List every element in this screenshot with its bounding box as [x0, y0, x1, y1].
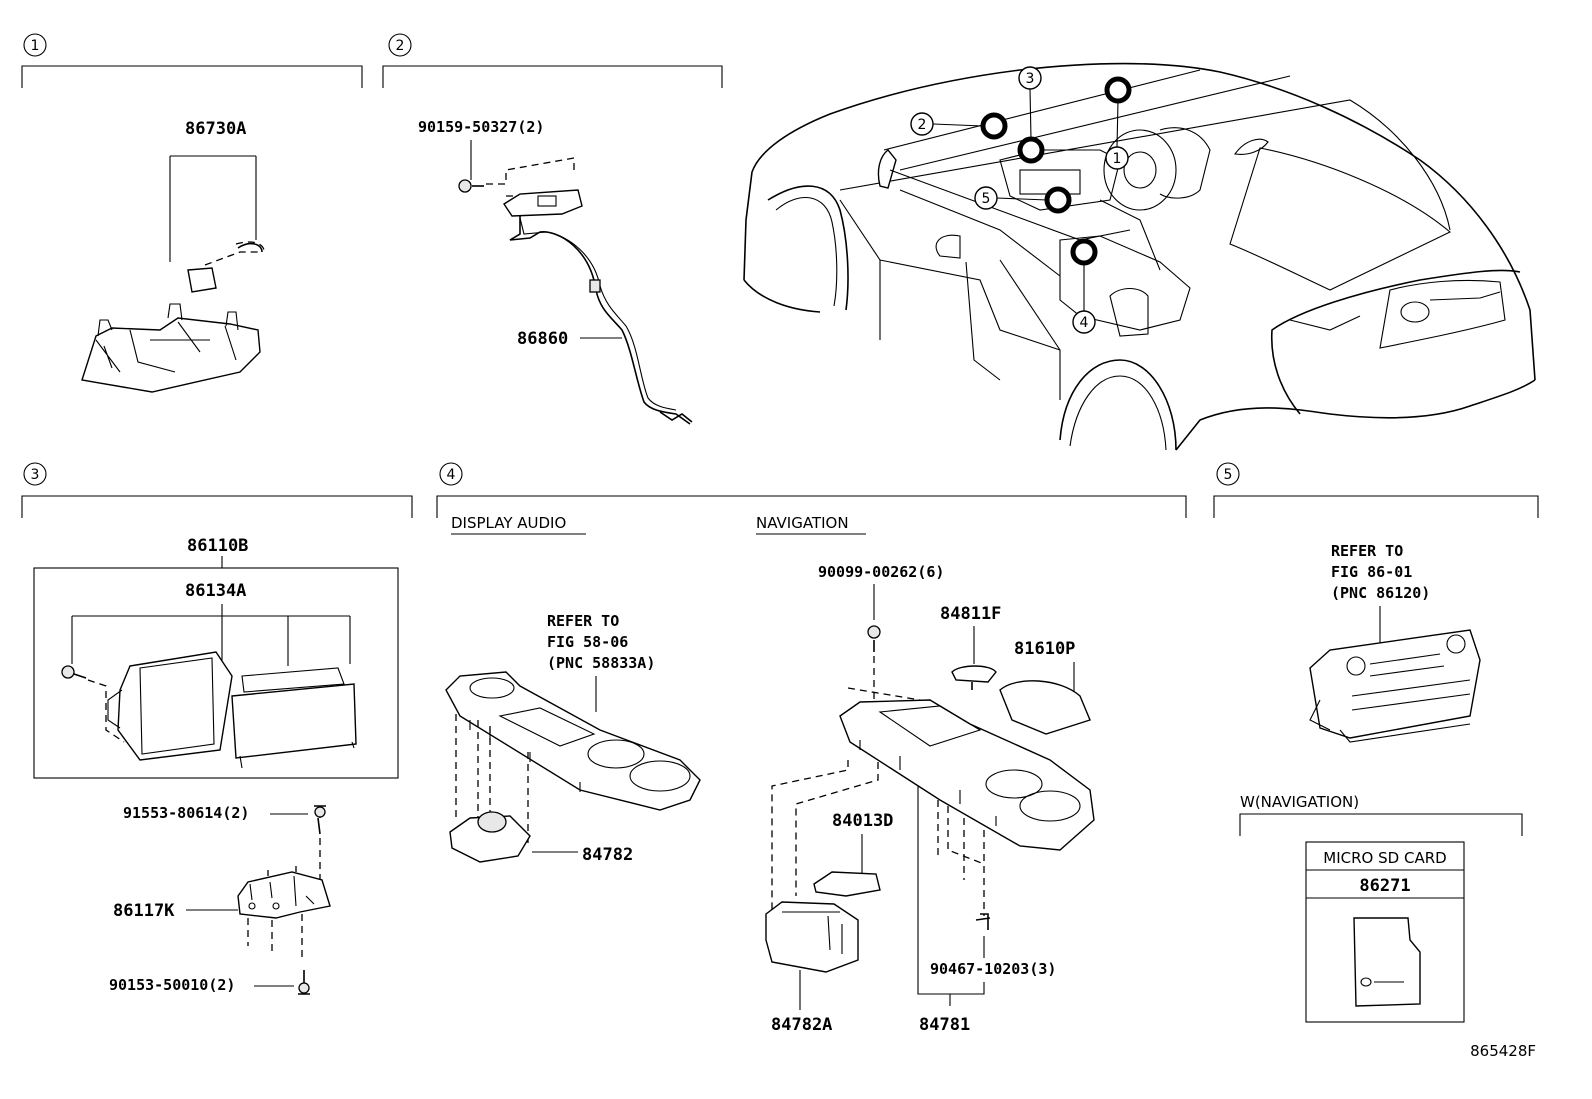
- svg-text:1: 1: [1113, 151, 1122, 167]
- part-86117K[interactable]: 86117K: [113, 901, 175, 921]
- section-4: 4 DISPLAY AUDIO NAVIGATION REFER TO FIG …: [436, 462, 1187, 1035]
- center-console: [1059, 235, 1191, 331]
- location-ring-2: [980, 112, 1008, 140]
- section-1-number: 1: [31, 38, 40, 54]
- side-mirror: [877, 149, 897, 189]
- rear-emblem: [1400, 301, 1430, 323]
- trunk-outline: [1270, 269, 1521, 415]
- overhead-console: [81, 317, 261, 393]
- svg-text:2: 2: [918, 117, 927, 133]
- refer-58-line-1[interactable]: REFER TO: [547, 612, 619, 630]
- steering-wheel: [1103, 129, 1177, 211]
- refer-58-line-3[interactable]: (PNC 58833A): [547, 654, 655, 672]
- clip: [975, 913, 991, 930]
- refer-86-line-1[interactable]: REFER TO: [1331, 542, 1403, 560]
- brand-logo-icon: [1360, 977, 1372, 987]
- figure-id: 865428F: [1470, 1042, 1536, 1060]
- component-86730A: [187, 267, 217, 293]
- w-navigation-heading: W(NAVIGATION): [1240, 793, 1359, 811]
- svg-text:3: 3: [1026, 71, 1035, 87]
- lid-81610P: [999, 680, 1091, 735]
- controller-84782: [449, 815, 531, 863]
- part-86730A[interactable]: 86730A: [185, 119, 246, 139]
- car-roof-outline: [751, 62, 1536, 381]
- display-panel: [231, 683, 357, 759]
- part-86860[interactable]: 86860: [517, 329, 568, 349]
- section-4-number: 4: [447, 467, 456, 483]
- section-1-marker: [23, 33, 47, 57]
- screw: [61, 665, 75, 679]
- refer-86-line-3[interactable]: (PNC 86120): [1331, 584, 1430, 602]
- display-assembly-box: [33, 567, 399, 779]
- rear-wheel-arch: [1059, 359, 1177, 451]
- w-navigation-bracket: [1239, 813, 1523, 836]
- part-90159-50327[interactable]: 90159-50327(2): [418, 118, 544, 136]
- display-audio-heading: DISPLAY AUDIO: [451, 514, 566, 532]
- location-ring-4: [1070, 238, 1098, 266]
- part-84782A[interactable]: 84782A: [771, 1015, 832, 1035]
- audio-unit: [1309, 629, 1481, 739]
- part-90153-50010[interactable]: 90153-50010(2): [109, 976, 235, 994]
- section-1: 1 86730A: [21, 33, 363, 393]
- screw-nav: [867, 625, 881, 639]
- cap-84811F: [951, 665, 997, 683]
- part-86110B[interactable]: 86110B: [187, 536, 248, 556]
- section-2: 2 90159-50327(2) 86860: [382, 33, 723, 425]
- section-3-number: 3: [31, 467, 40, 483]
- section-2-bracket: [382, 65, 723, 88]
- section-5: 5 REFER TO FIG 86-01 (PNC 86120) W(NAVIG…: [1213, 462, 1539, 1023]
- micro-sd-card-label: MICRO SD CARD: [1323, 849, 1446, 867]
- part-84013D[interactable]: 84013D: [832, 811, 893, 831]
- section-4-marker: [439, 462, 463, 486]
- location-ring-5: [1044, 186, 1072, 214]
- location-ring-3: [1017, 136, 1045, 164]
- section-4-bracket: [436, 495, 1187, 518]
- front-wheel-arch: [767, 185, 849, 311]
- bolt: [458, 179, 472, 193]
- svg-text:4: 4: [1080, 315, 1089, 331]
- camera-bracket: [503, 189, 583, 217]
- leader: [169, 155, 257, 262]
- part-90467-10203[interactable]: 90467-10203(3): [930, 960, 1056, 978]
- part-84782[interactable]: 84782: [582, 845, 633, 865]
- section-3-bracket: [21, 495, 413, 518]
- part-84781[interactable]: 84781: [919, 1015, 970, 1035]
- refer-58-line-2[interactable]: FIG 58-06: [547, 633, 628, 651]
- part-86134A[interactable]: 86134A: [185, 581, 246, 601]
- unit-84782A: [765, 901, 859, 973]
- part-81610P[interactable]: 81610P: [1014, 639, 1075, 659]
- section-5-bracket: [1213, 495, 1539, 518]
- section-5-marker: [1216, 462, 1240, 486]
- navigation-heading: NAVIGATION: [756, 514, 849, 532]
- holder-84013D: [813, 871, 881, 897]
- section-5-number: 5: [1224, 467, 1233, 483]
- section-3-marker: [23, 462, 47, 486]
- refer-86-line-2[interactable]: FIG 86-01: [1331, 563, 1412, 581]
- section-2-number: 2: [396, 38, 405, 54]
- console-panel-navigation: [839, 699, 1095, 851]
- micro-sd-card-image: [1353, 917, 1421, 1007]
- section-1-bracket: [21, 65, 363, 88]
- cable-86860: [509, 216, 691, 425]
- part-84811F[interactable]: 84811F: [940, 604, 1001, 624]
- svg-text:5: 5: [982, 191, 991, 207]
- section-2-marker: [388, 33, 412, 57]
- micro-sd-box: [1305, 841, 1465, 1023]
- bracket-86117K: [237, 871, 331, 919]
- section-3: 3 86110B 86134A 91553-80614(2) 86117K 90…: [21, 462, 413, 995]
- car-illustration: 1 2 3 4 5: [743, 62, 1536, 451]
- location-ring-1: [1104, 76, 1132, 104]
- part-86271[interactable]: 86271: [1359, 876, 1410, 896]
- display-unit: [117, 651, 233, 761]
- part-91553-80614[interactable]: 91553-80614(2): [123, 804, 249, 822]
- part-90099-00262[interactable]: 90099-00262(6): [818, 563, 944, 581]
